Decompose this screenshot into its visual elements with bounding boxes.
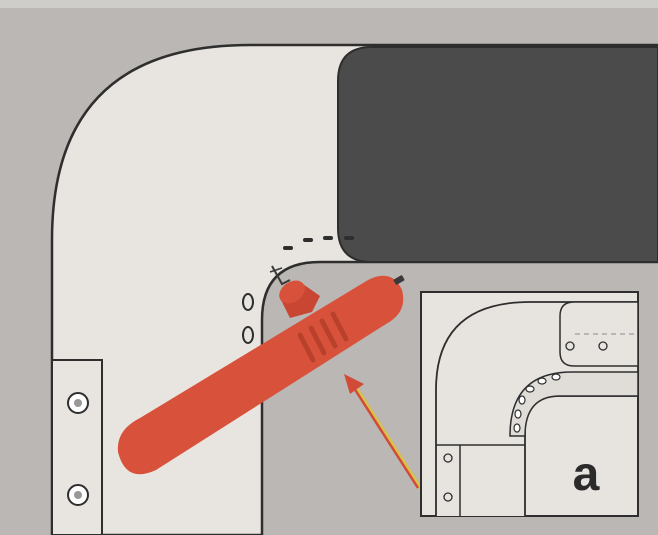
top-shadow-strip (0, 0, 658, 8)
dark-band (338, 47, 658, 262)
left-vertical-strip (52, 360, 102, 535)
inset-label: a (573, 448, 600, 501)
inset-top-panel (560, 302, 638, 366)
inset-detail: a (421, 292, 638, 516)
